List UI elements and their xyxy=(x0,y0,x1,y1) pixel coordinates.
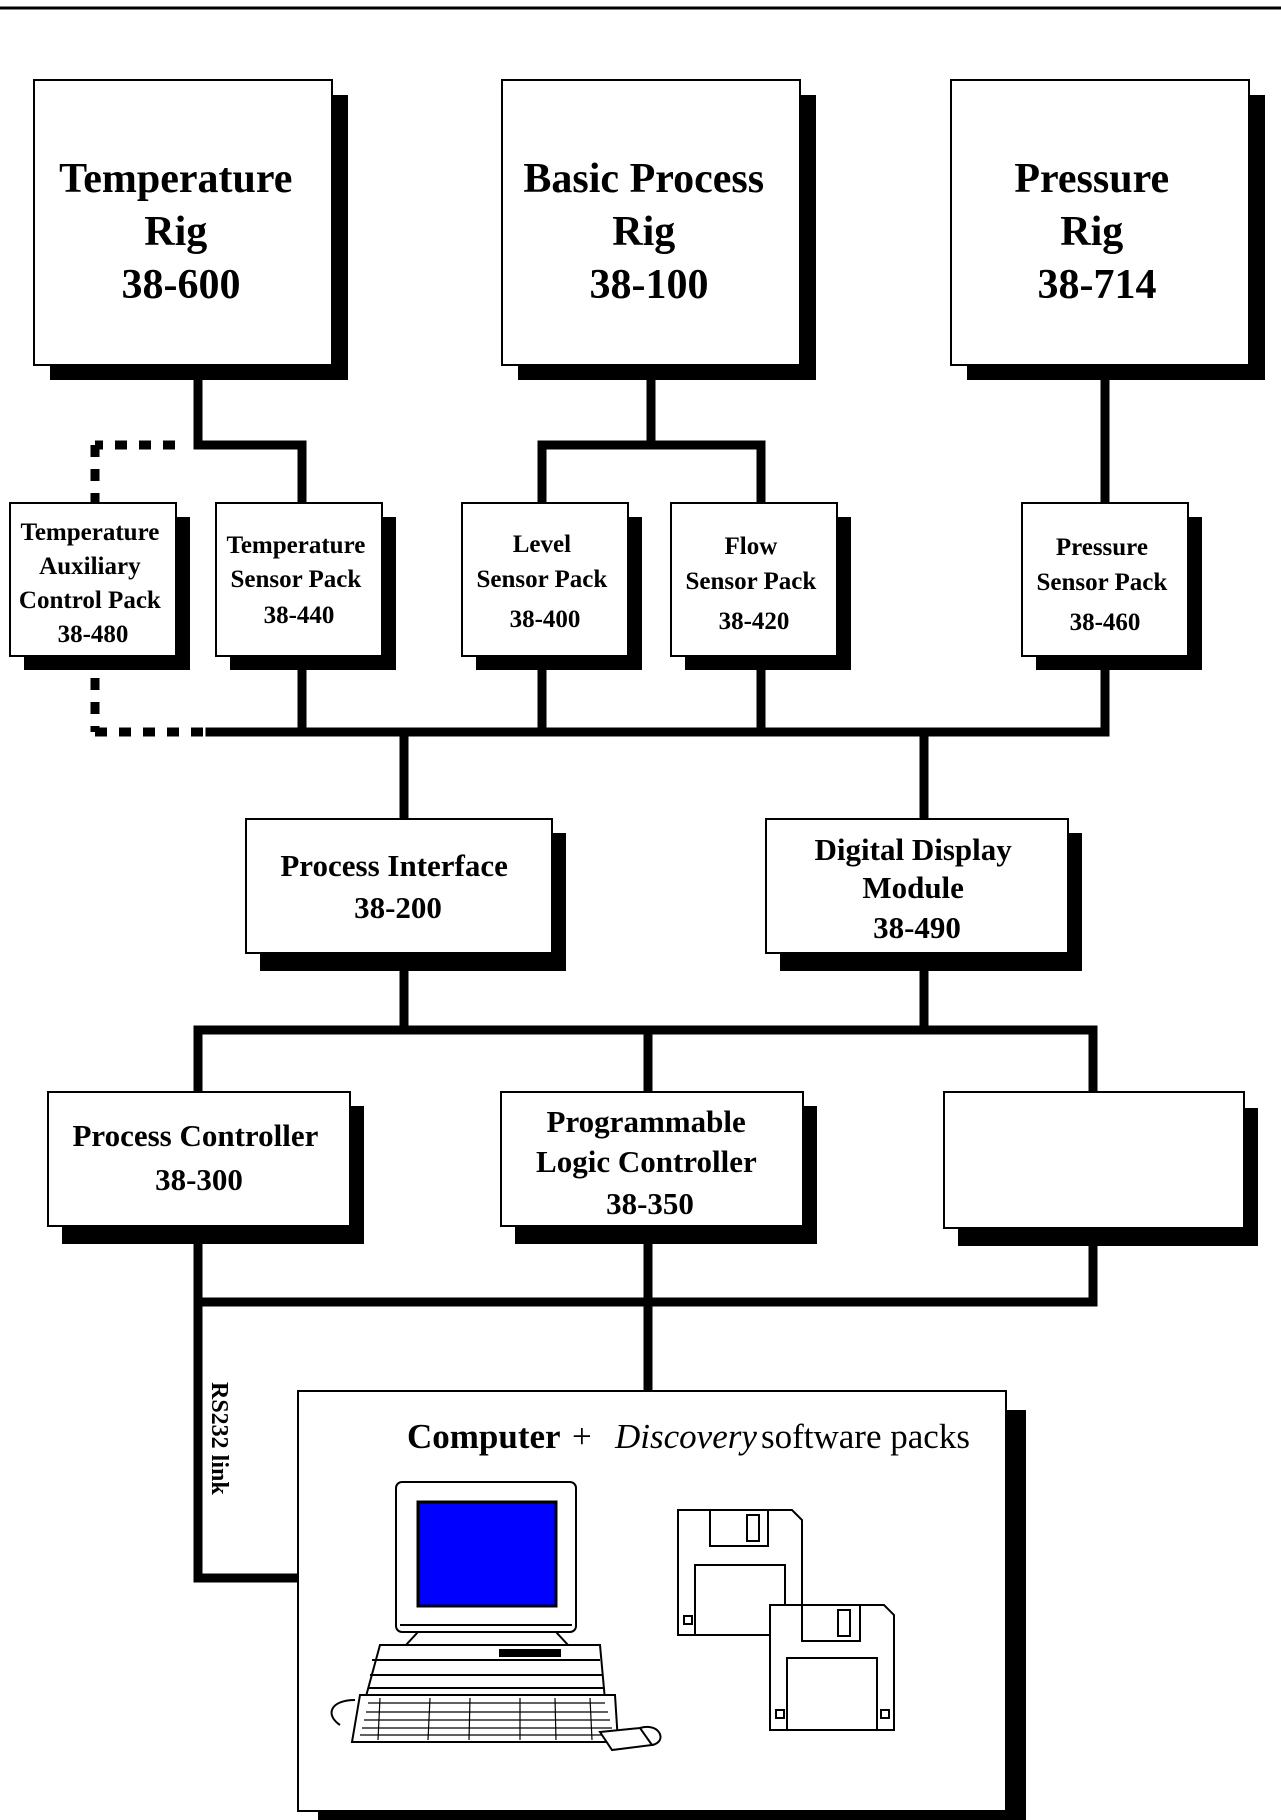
box-frame xyxy=(245,818,553,954)
box-label-line: Process Interface xyxy=(280,848,508,883)
box-pressure-sensor-pack: Pressure Sensor Pack 38-460 xyxy=(1021,502,1202,670)
box-digital-display-module: Digital Display Module 38-490 xyxy=(765,818,1082,971)
title-rest: software packs xyxy=(761,1417,970,1456)
box-label-line: Sensor Pack xyxy=(685,568,816,595)
box-label-line: 38-440 xyxy=(264,602,335,629)
box-process-interface: Process Interface 38-200 xyxy=(245,818,566,971)
box-label-line: Sensor Pack xyxy=(476,566,607,593)
svg-text:Temperature Rig 38: Temperature Rig 38-600 xyxy=(59,156,303,308)
box-frame xyxy=(461,502,629,657)
box-plc: Programmable Logic Controller 38-350 xyxy=(500,1091,817,1244)
box-frame xyxy=(47,1091,351,1227)
box-temperature-aux-control-pack: Temperature Auxiliary Control Pack 38-48… xyxy=(9,502,190,670)
box-label-line: Digital Display xyxy=(815,832,1013,867)
svg-text:Process Interface 38-200: Process Interface 38-200 xyxy=(280,848,515,925)
box-label-line: 38-714 xyxy=(1038,262,1157,308)
box-label-line: Sensor Pack xyxy=(230,566,361,593)
box-frame xyxy=(765,818,1069,954)
box-pressure-rig: Pressure Rig 38-714 xyxy=(950,79,1265,380)
box-label-line: Pressure xyxy=(1014,156,1169,202)
box-frame xyxy=(943,1091,1245,1229)
box-process-controller: Process Controller 38-300 xyxy=(47,1091,364,1244)
box-label-line: Pressure xyxy=(1056,534,1148,561)
box-temperature-rig: Temperature Rig 38-600 xyxy=(33,79,348,380)
box-frame xyxy=(950,79,1250,366)
svg-text:Temperature Auxiliary: Temperature Auxiliary Control Pack 38-48… xyxy=(19,519,167,648)
box-frame xyxy=(215,502,383,657)
box-label-line: Flow xyxy=(724,533,777,560)
box-label-line: 38-460 xyxy=(1070,609,1141,636)
svg-text:Programmable Logic Contr: Programmable Logic Controller 38-350 xyxy=(536,1104,764,1221)
connector-aux-dotted xyxy=(90,440,210,737)
box-label-line: Module xyxy=(862,870,964,905)
floppy-disk-icon xyxy=(769,1604,895,1731)
box-level-sensor-pack: Level Sensor Pack 38-400 xyxy=(461,502,642,670)
box-label-line: 38-350 xyxy=(606,1186,694,1221)
box-label-line: 38-600 xyxy=(122,262,241,308)
box-label-line: Process Controller xyxy=(72,1118,318,1153)
box-flow-sensor-pack: Flow Sensor Pack 38-420 xyxy=(670,502,851,670)
svg-text:Digital Display Module: Digital Display Module 38-490 xyxy=(815,832,1020,945)
box-label-line: Temperature xyxy=(59,156,292,202)
rs232-link-label: RS232 link xyxy=(206,1382,232,1495)
box-frame xyxy=(1021,502,1189,657)
connector-temp-rig-to-sensor xyxy=(193,375,307,513)
monitor-stand xyxy=(403,1631,571,1646)
title-discovery: Discovery xyxy=(614,1417,757,1456)
title-plus: + xyxy=(572,1417,592,1456)
svg-text:Pressure Sensor Pack: Pressure Sensor Pack 38-460 xyxy=(1036,534,1173,636)
box-label-line: Level xyxy=(513,531,571,558)
box-label-line: Rig xyxy=(144,209,207,255)
connector-basic-rig-branch xyxy=(537,440,766,513)
floppy-disk-icon xyxy=(677,1509,803,1636)
keyboard-cable xyxy=(330,1699,356,1726)
box-label-line: Control Pack xyxy=(19,587,161,614)
box-label-line: Logic Controller xyxy=(536,1144,757,1179)
box-label-line: 38-480 xyxy=(58,621,129,648)
box-label-line: Auxiliary xyxy=(39,553,141,580)
box-basic-process-rig: Basic Process Rig 38-100 xyxy=(501,79,816,380)
svg-text:Pressure Rig 38-71: Pressure Rig 38-714 xyxy=(1014,156,1179,308)
box-label-line: 38-420 xyxy=(719,608,790,635)
box-label-line: 38-490 xyxy=(873,910,961,945)
svg-text:Temperature Sensor Pack: Temperature Sensor Pack 38-440 xyxy=(226,532,371,629)
computer-panel: Computer + Discovery software packs xyxy=(297,1390,1026,1820)
svg-text:Basic Process Rig: Basic Process Rig 38-100 xyxy=(523,156,774,308)
box-label-line: Temperature xyxy=(20,519,159,546)
box-frame xyxy=(501,79,801,366)
connector-rs232-link xyxy=(193,1297,303,1583)
box-label-line: 38-100 xyxy=(590,262,709,308)
svg-text:Process Controller 38-30: Process Controller 38-300 xyxy=(72,1118,325,1197)
box-frame xyxy=(33,79,333,366)
box-label-line: 38-200 xyxy=(354,890,442,925)
box-frame xyxy=(670,502,838,657)
box-label-line: 38-400 xyxy=(510,606,581,633)
computer-panel-title: Computer + Discovery software packs xyxy=(407,1417,970,1456)
system-unit xyxy=(363,1644,607,1701)
box-label-line: Programmable xyxy=(547,1104,746,1139)
svg-text:Level Sensor Pack: Level Sensor Pack 38-400 xyxy=(476,531,613,633)
box-label-line: Basic Process xyxy=(523,156,764,202)
box-label-line: Sensor Pack xyxy=(1036,569,1167,596)
box-temperature-sensor-pack: Temperature Sensor Pack 38-440 xyxy=(215,502,396,670)
connectors xyxy=(193,375,1110,1583)
box-empty xyxy=(943,1091,1258,1246)
svg-text:Flow Sensor Pack 3: Flow Sensor Pack 38-420 xyxy=(685,533,822,635)
box-frame xyxy=(500,1091,804,1227)
computer-icon xyxy=(330,1481,662,1752)
box-label-line: Temperature xyxy=(226,532,365,559)
monitor-screen xyxy=(416,1500,558,1608)
box-label-line: 38-300 xyxy=(155,1162,243,1197)
box-label-line: Rig xyxy=(1060,209,1123,255)
title-computer: Computer xyxy=(407,1417,560,1456)
box-frame xyxy=(9,502,177,657)
box-label-line: Rig xyxy=(612,209,675,255)
